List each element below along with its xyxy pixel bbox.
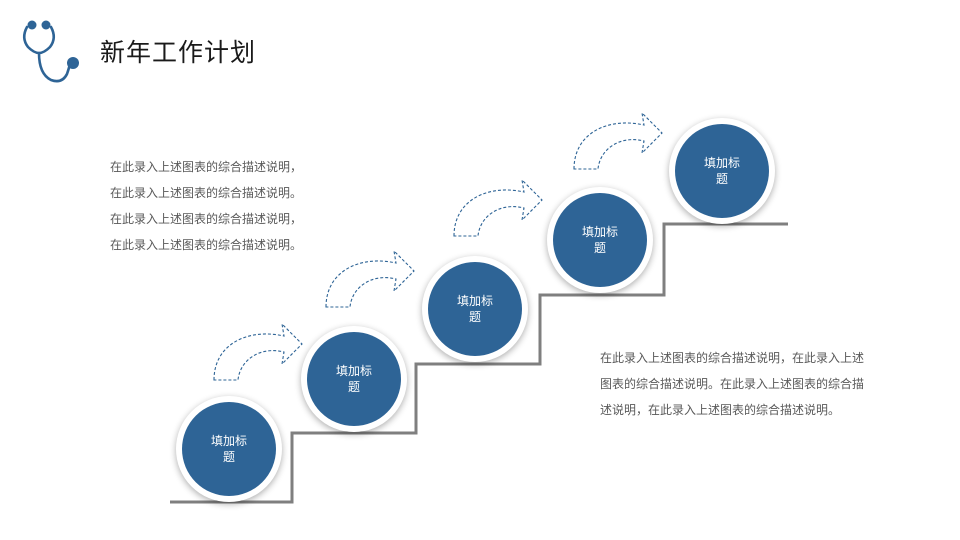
step-label: 填加标题 (335, 364, 372, 394)
step-circle-2: 填加标题 (301, 326, 407, 432)
step-label: 填加标题 (456, 294, 493, 324)
step-circle-1: 填加标题 (176, 396, 282, 502)
step-label: 填加标题 (210, 434, 247, 464)
step-circle-3: 填加标题 (422, 256, 528, 362)
page-title: 新年工作计划 (100, 38, 257, 67)
dashed-curved-arrow-icon (453, 178, 543, 237)
step-circle-4: 填加标题 (547, 187, 653, 293)
dashed-curved-arrow-icon (213, 322, 303, 381)
dashed-curved-arrow-icon (573, 111, 663, 170)
staircase-line (170, 222, 788, 504)
description-right: 在此录入上述图表的综合描述说明，在此录入上述图表的综合描述说明。在此录入上述图表… (600, 351, 865, 417)
description-left: 在此录入上述图表的综合描述说明，在此录入上述图表的综合描述说明。在此录入上述图表… (110, 160, 303, 252)
dashed-curved-arrow-icon (325, 249, 415, 308)
step-circle-5: 填加标题 (669, 118, 775, 224)
stethoscope-icon (22, 20, 79, 83)
step-label: 填加标题 (703, 156, 740, 186)
step-label: 填加标题 (581, 225, 618, 255)
